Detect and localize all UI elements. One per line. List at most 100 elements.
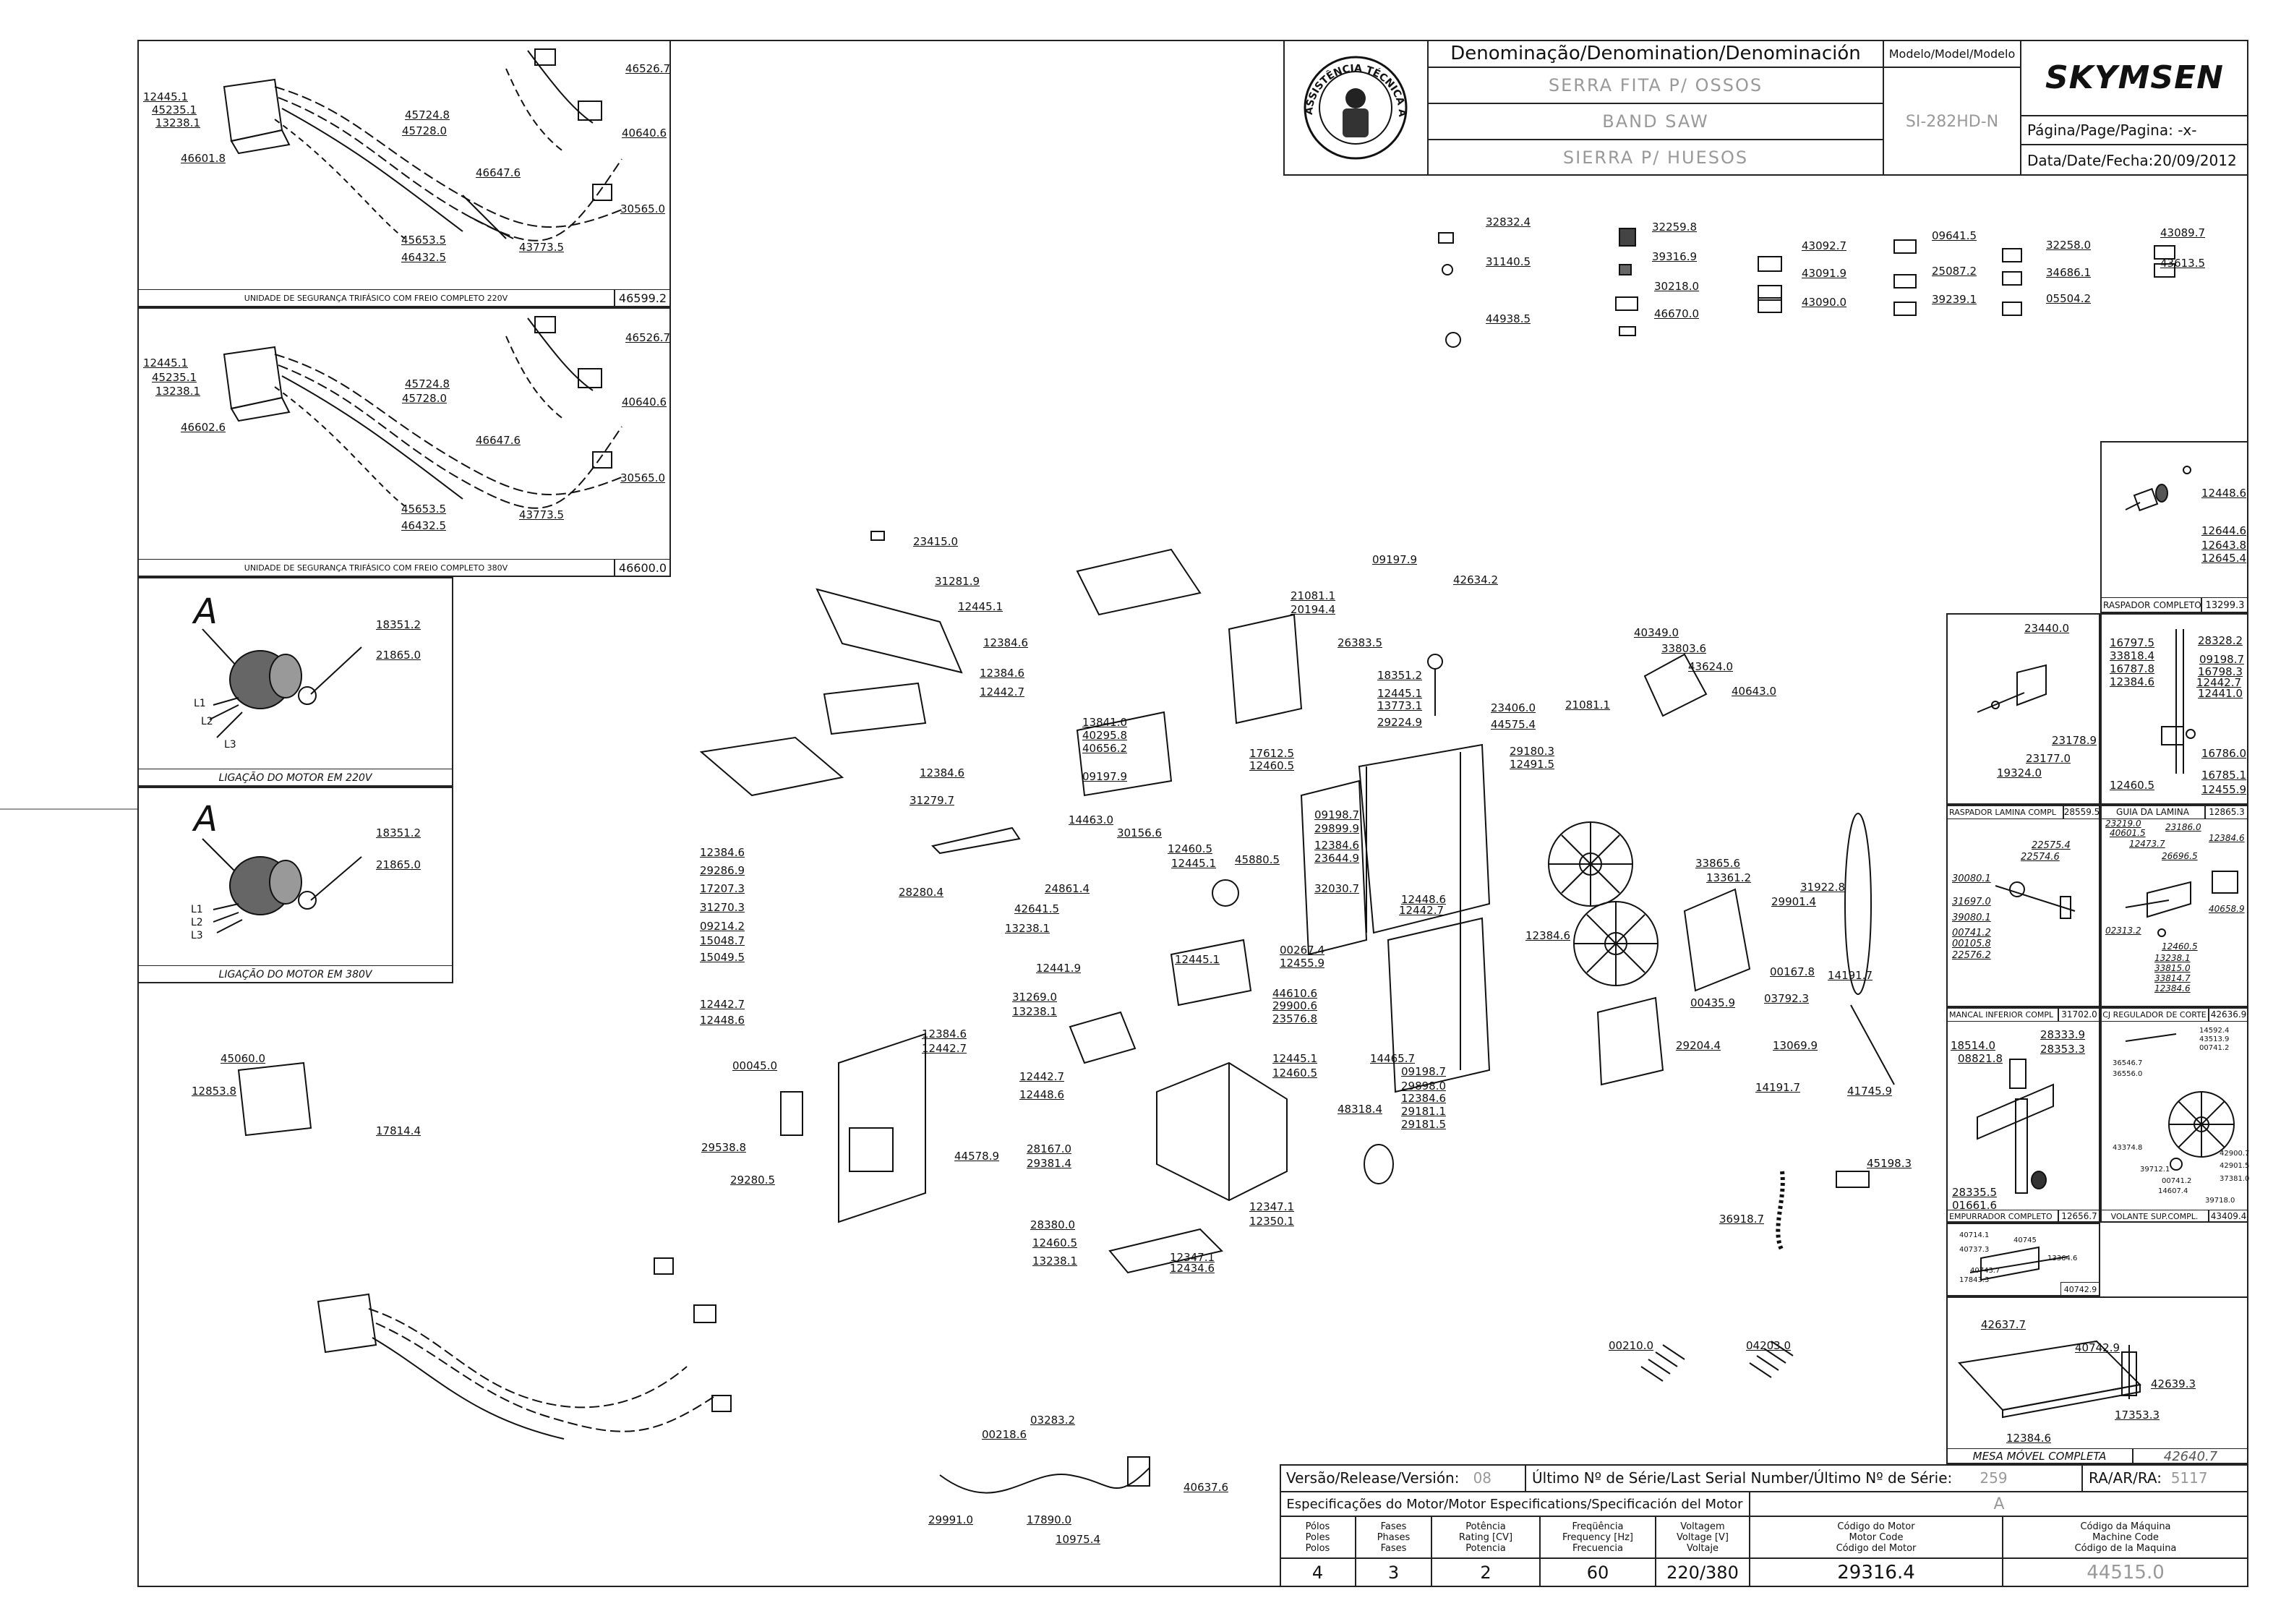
part-label: 43773.5	[519, 508, 565, 521]
part-label: 09198.7	[1314, 808, 1360, 821]
part-label: L1	[191, 904, 203, 915]
part-label: 16798.3	[2198, 665, 2243, 678]
part-label: 46526.7	[625, 331, 671, 344]
part-label: 00218.6	[982, 1428, 1027, 1441]
part-label: 29280.5	[730, 1174, 776, 1187]
part-label: 40658.9	[2209, 904, 2245, 914]
part-label: 12384.6	[1314, 839, 1360, 852]
part-label: 33865.6	[1695, 857, 1741, 870]
footer-block	[1280, 1464, 2248, 1587]
panel-motor-220	[137, 577, 453, 787]
part-label: 12434.6	[1170, 1262, 1215, 1275]
part-label: 12448.6	[1401, 893, 1447, 906]
panel-raspador-lamina-code: 28559.5	[2063, 805, 2100, 819]
part-label: 46602.6	[181, 421, 226, 434]
model-label: Modelo/Model/Modelo	[1883, 40, 2021, 67]
part-label: 12384.6	[1525, 929, 1571, 942]
part-label: 45728.0	[402, 124, 448, 137]
motor-spec-code: A	[1750, 1492, 2248, 1516]
part-label: 44938.5	[1486, 312, 1531, 325]
part-label: 32832.4	[1486, 215, 1531, 228]
part-label: 12445.1	[143, 90, 189, 103]
panel-volante-code: 43409.4	[2209, 1210, 2248, 1223]
part-label: 12455.9	[1280, 957, 1325, 970]
part-label: 41745.9	[1847, 1085, 1893, 1098]
part-label: 09641.5	[1932, 229, 1977, 242]
part-label: 40349.0	[1634, 626, 1679, 639]
part-label: 23177.0	[2026, 752, 2071, 765]
part-label: 39712.1	[2140, 1166, 2170, 1174]
part-label: 45653.5	[401, 234, 447, 247]
part-label: 45724.8	[405, 108, 450, 121]
part-label: 09198.7	[2199, 653, 2245, 666]
part-label: 43624.0	[1688, 660, 1734, 673]
part-label: 39718.0	[2205, 1197, 2235, 1205]
part-label: 12384.6	[2154, 983, 2191, 993]
part-label: 10975.4	[1056, 1533, 1101, 1546]
part-label: 00210.0	[1609, 1339, 1654, 1352]
part-label: 40640.6	[622, 396, 667, 409]
part-label: 13238.1	[2154, 953, 2191, 963]
part-label: 29181.5	[1401, 1118, 1447, 1131]
part-label: 45235.1	[152, 371, 197, 384]
part-label: 24861.4	[1045, 882, 1090, 895]
part-label: 29898.0	[1401, 1080, 1447, 1093]
brand-logo: SKYMSEN	[2045, 59, 2224, 96]
part-label: 43091.9	[1802, 267, 1847, 280]
part-label: 28380.0	[1030, 1218, 1076, 1231]
part-label: 29381.4	[1027, 1157, 1072, 1170]
part-label: 14465.7	[1370, 1052, 1416, 1065]
part-label: 28333.9	[2040, 1028, 2086, 1041]
part-label: 42900.7	[2220, 1150, 2250, 1158]
part-label: 18351.2	[376, 618, 421, 631]
part-label: 32259.8	[1652, 221, 1698, 234]
part-label: 23219.0	[2105, 819, 2141, 829]
part-label: 44575.4	[1491, 718, 1536, 731]
part-label: 29899.9	[1314, 822, 1360, 835]
part-label: L3	[191, 930, 203, 941]
panel-pin-code: 40742.9	[2060, 1282, 2100, 1296]
part-label: 22574.6	[2021, 852, 2060, 863]
part-label: 42901.5	[2220, 1162, 2250, 1170]
part-label: 00435.9	[1690, 996, 1736, 1009]
part-label: 36546.7	[2113, 1059, 2143, 1067]
part-label: 45060.0	[221, 1052, 266, 1065]
part-label: 43092.7	[1802, 239, 1847, 252]
part-label: 12445.1	[1272, 1052, 1318, 1065]
part-label: 14191.7	[1755, 1081, 1801, 1094]
part-label: 12442.7	[1019, 1070, 1065, 1083]
part-label: 46670.0	[1654, 307, 1700, 320]
part-label: 00741.2	[2162, 1177, 2192, 1185]
part-label: 31270.3	[700, 901, 745, 914]
panel-guia-lamina-code: 12865.3	[2205, 805, 2248, 819]
panel-mancal-code: 31702.0	[2058, 1007, 2100, 1022]
part-label: 12441.0	[2198, 687, 2243, 700]
part-label: 42637.7	[1981, 1318, 2026, 1331]
panel-regulador-caption: CJ REGULADOR DE CORTE	[2100, 1007, 2209, 1022]
part-label: 13238.1	[1032, 1255, 1078, 1268]
part-label: 43613.5	[2160, 257, 2206, 270]
part-label: 30565.0	[620, 471, 666, 484]
part-label: 12460.5	[2162, 941, 2198, 952]
part-label: 40745	[2013, 1236, 2037, 1244]
part-label: 08821.8	[1958, 1052, 2003, 1065]
part-label: 13361.2	[1706, 871, 1752, 884]
part-label: 12442.7	[980, 685, 1025, 698]
part-label: 13238.1	[1005, 922, 1050, 935]
part-label: 00045.0	[732, 1059, 778, 1072]
part-label: 12442.7	[1399, 904, 1445, 917]
part-label: 40743.7	[1970, 1267, 2000, 1275]
part-label: 12491.5	[1510, 758, 1555, 771]
col-poles-value: 4	[1280, 1558, 1356, 1587]
part-label: 23576.8	[1272, 1012, 1318, 1025]
part-label: 17890.0	[1027, 1513, 1072, 1526]
part-label: 45653.5	[401, 503, 447, 516]
part-label: 29901.4	[1771, 895, 1817, 908]
part-label: 15049.5	[700, 951, 745, 964]
part-label: 45724.8	[405, 377, 450, 390]
part-label: 12442.7	[700, 998, 745, 1011]
panel-raspador-lamina-caption: RASPADOR LAMINA COMPL	[1946, 805, 2063, 819]
